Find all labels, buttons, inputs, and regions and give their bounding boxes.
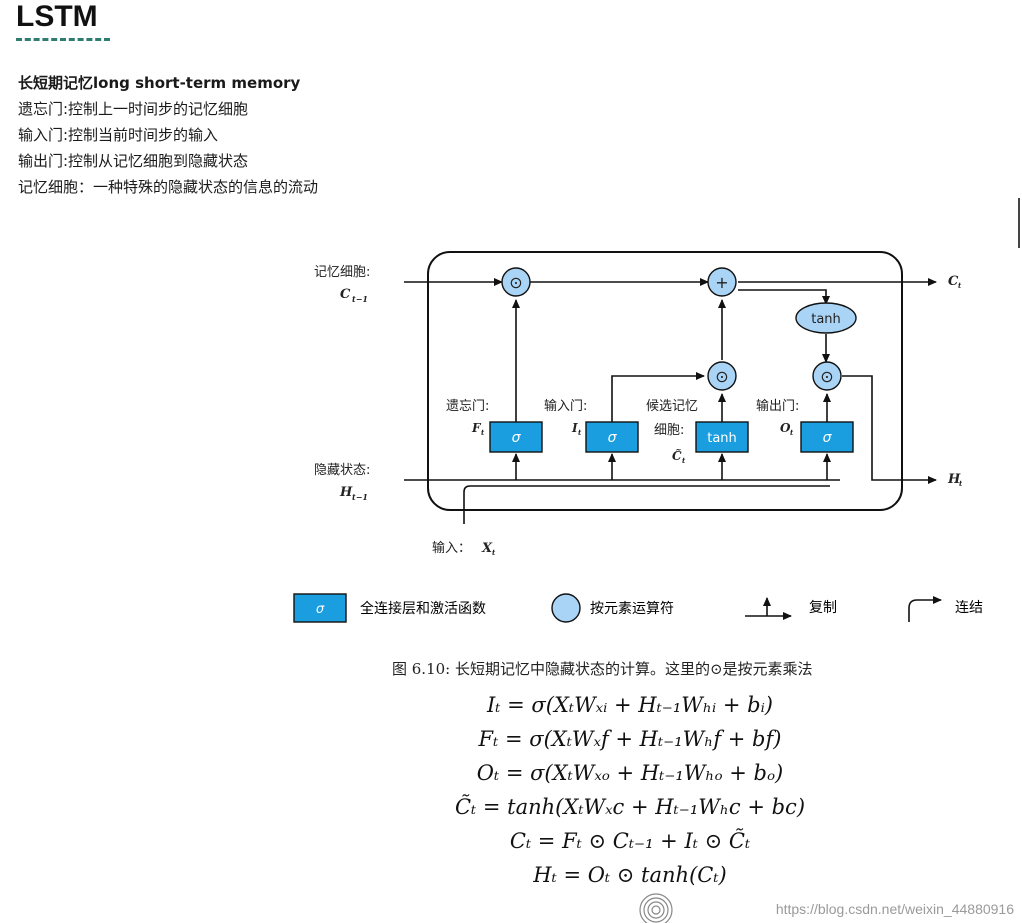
output-var: O: [780, 421, 791, 435]
legend-fc-swatch: [293, 593, 347, 623]
equation-forget-gate: Fₜ = σ(XₜWₓ𝑓 + Hₜ₋₁Wₕ𝑓 + b𝑓): [478, 727, 782, 751]
input-var: X: [481, 541, 493, 556]
svg-text:t: t: [959, 479, 963, 488]
candidate-label-1: 候选记忆: [646, 398, 698, 414]
input-label: 输入：: [432, 540, 471, 556]
output-gate-box: σ: [800, 421, 854, 453]
forget-gate-box: σ: [489, 421, 543, 453]
svg-text:⊙: ⊙: [820, 367, 833, 386]
note-memory-cell: 记忆细胞：一种特殊的隐藏状态的信息的流动: [18, 178, 319, 196]
out-hidden-var: H: [947, 472, 961, 487]
svg-text:⊙: ⊙: [509, 273, 522, 292]
equation-hidden-state: Hₜ = Oₜ ⊙ tanh(Cₜ): [533, 863, 727, 887]
input-gate-var: I: [571, 421, 578, 435]
page-title: LSTM: [16, 0, 98, 33]
candidate-var: C̃: [672, 448, 682, 463]
svg-text:σ: σ: [823, 430, 833, 446]
spiral-icon: [639, 893, 673, 923]
legend-concat-label: 连结: [955, 600, 983, 616]
scroll-indicator: [1018, 198, 1020, 248]
legend-fc-label: 全连接层和激活函数: [360, 600, 486, 617]
svg-text:t: t: [958, 281, 962, 290]
candidate-cell-box: tanh: [695, 421, 749, 453]
svg-text:tanh: tanh: [811, 312, 841, 327]
hidden-state-label: 隐藏状态:: [314, 463, 370, 478]
note-output-gate: 输出门:控制从记忆细胞到隐藏状态: [18, 152, 249, 170]
cell-box: [427, 251, 903, 511]
svg-text:t: t: [578, 428, 582, 437]
input-gate-box: σ: [585, 421, 639, 453]
input-gate-label: 输入门:: [544, 398, 587, 414]
legend-copy-label: 复制: [809, 599, 837, 616]
note-forget-gate: 遗忘门:控制上一时间步的记忆细胞: [18, 100, 249, 118]
svg-text:t: t: [481, 428, 485, 437]
legend-op-swatch: [551, 593, 581, 623]
svg-text:σ: σ: [608, 430, 618, 446]
legend-op-label: 按元素运算符: [590, 601, 674, 617]
out-cell-var: C: [948, 274, 959, 289]
svg-text:+: +: [715, 273, 728, 292]
equation-candidate-cell: C̃ₜ = tanh(XₜWₓ𝑐 + Hₜ₋₁Wₕ𝑐 + b𝑐): [454, 795, 806, 819]
svg-text:t: t: [682, 456, 686, 465]
cell-prev-sub: t−1: [352, 294, 368, 304]
legend: σ 全连接层和激活函数 按元素运算符: [293, 593, 674, 623]
figure-caption: 图 6.10: 长短期记忆中隐藏状态的计算。这里的⊙是按元素乘法: [392, 660, 813, 678]
output-multiply-op: ⊙: [812, 361, 842, 391]
lstm-diagram: ⊙ + ⊙ ⊙ tanh σ σ tanh σ 记忆细胞: C t−1 隐藏状态…: [314, 251, 963, 557]
input-multiply-op: ⊙: [707, 361, 737, 391]
cell-prev-var: C: [340, 287, 351, 302]
legend-connectors: 复制 连结: [745, 596, 983, 622]
svg-text:tanh: tanh: [707, 431, 737, 446]
equation-output-gate: Oₜ = σ(XₜWₓₒ + Hₜ₋₁Wₕₒ + bₒ): [476, 761, 784, 785]
forget-gate-label: 遗忘门:: [446, 399, 489, 414]
svg-text:σ: σ: [316, 602, 325, 617]
equation-cell-state: Cₜ = Fₜ ⊙ Cₜ₋₁ + Iₜ ⊙ C̃ₜ: [509, 829, 751, 853]
notes-block: 长短期记忆long short-term memory 遗忘门:控制上一时间步的…: [18, 70, 318, 200]
watermark: https://blog.csdn.net/weixin_44880916: [775, 901, 1014, 917]
candidate-label-2: 细胞:: [654, 423, 684, 438]
svg-text:⊙: ⊙: [715, 367, 728, 386]
output-gate-label: 输出门:: [756, 398, 799, 414]
title-underline: [16, 38, 110, 41]
svg-text:σ: σ: [512, 430, 522, 446]
cell-state-label: 记忆细胞:: [314, 264, 370, 280]
note-input-gate: 输入门:控制当前时间步的输入: [18, 126, 219, 144]
tanh-oval: tanh: [795, 302, 857, 334]
hidden-prev-sub: t−1: [352, 492, 368, 502]
notes-heading: 长短期记忆long short-term memory: [18, 74, 301, 92]
equation-input-gate: Iₜ = σ(XₜWₓᵢ + Hₜ₋₁Wₕᵢ + bᵢ): [487, 693, 773, 717]
forget-var: F: [471, 421, 482, 435]
cell-add-op: +: [707, 267, 737, 297]
forget-multiply-op: ⊙: [501, 267, 531, 297]
svg-text:t: t: [790, 428, 794, 437]
svg-text:t: t: [492, 548, 496, 557]
hidden-prev-var: H: [339, 485, 353, 500]
equations: Iₜ = σ(XₜWₓᵢ + Hₜ₋₁Wₕᵢ + bᵢ) Fₜ = σ(XₜWₓ…: [420, 688, 920, 892]
